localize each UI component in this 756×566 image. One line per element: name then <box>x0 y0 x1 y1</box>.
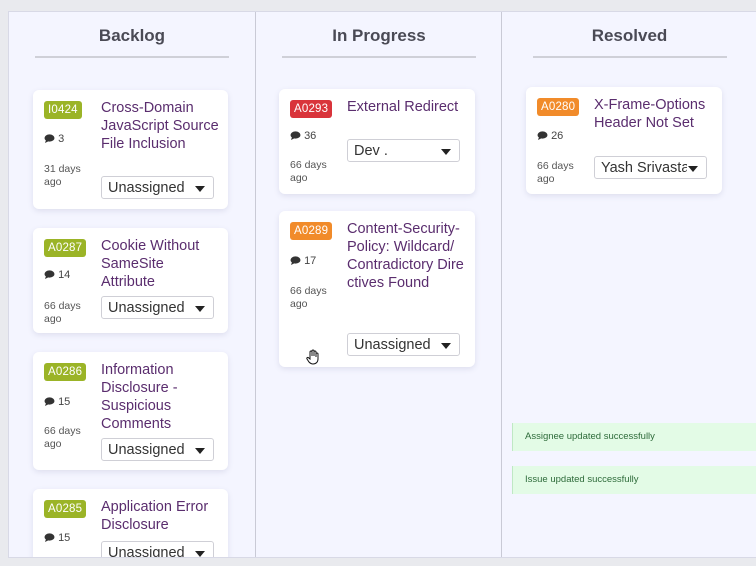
assignee-dropdown[interactable]: Unassigned <box>101 176 214 199</box>
comment-count-value: 3 <box>58 133 65 145</box>
comment-count: 15 <box>44 396 70 408</box>
assignee-value: Dev . <box>354 143 388 159</box>
issue-card[interactable]: A0293 External Redirect 36 66 days ago D… <box>279 89 475 194</box>
issue-title[interactable]: Application Error Disclosure <box>101 499 209 533</box>
comment-count-value: 15 <box>58 396 71 408</box>
caret-down-icon <box>195 551 205 557</box>
issue-title[interactable]: Cross-Domain JavaScript Source File Incl… <box>101 100 219 152</box>
issue-age: 66 days ago <box>290 285 327 310</box>
comment-count: 36 <box>290 130 316 142</box>
assignee-dropdown[interactable]: Unassigned <box>101 296 214 319</box>
issue-age: 66 days ago <box>44 425 81 450</box>
issue-age: 66 days ago <box>44 300 81 325</box>
caret-down-icon <box>195 306 205 312</box>
issue-title[interactable]: X-Frame-Options Header Not Set <box>594 97 706 131</box>
comment-count: 14 <box>44 269 70 281</box>
assignee-dropdown[interactable]: Unassigned <box>101 541 214 557</box>
comment-icon <box>44 270 55 279</box>
assignee-value: Unassigned <box>108 442 185 458</box>
comment-count: 3 <box>44 133 64 145</box>
assignee-value: Unassigned <box>108 300 185 316</box>
comment-icon <box>290 256 301 265</box>
column-resolved: Resolved A0280 X-Frame-Options Header No… <box>501 12 756 557</box>
issue-title[interactable]: External Redirect <box>347 99 459 115</box>
caret-down-icon <box>441 149 451 155</box>
issue-card[interactable]: A0287 Cookie Without SameSite Attribute … <box>33 228 228 333</box>
comment-count-value: 26 <box>551 130 564 142</box>
assignee-dropdown[interactable]: Dev . <box>347 139 460 162</box>
column-divider <box>532 56 727 58</box>
column-backlog: Backlog I0424 Cross-Domain JavaScript So… <box>9 12 255 557</box>
issue-title[interactable]: Cookie Without SameSite Attribute <box>101 238 200 290</box>
column-title: Backlog <box>98 26 166 45</box>
issue-id-badge[interactable]: A0285 <box>44 500 87 518</box>
comment-count-value: 14 <box>58 269 71 281</box>
issue-card[interactable]: A0285 Application Error Disclosure 15 Un… <box>33 489 228 557</box>
kanban-board: Backlog I0424 Cross-Domain JavaScript So… <box>9 12 756 557</box>
issue-id-badge[interactable]: A0287 <box>44 239 87 257</box>
caret-down-icon <box>441 343 451 349</box>
issue-age: 66 days ago <box>290 159 327 184</box>
comment-count-value: 36 <box>304 130 317 142</box>
caret-down-icon <box>688 166 698 172</box>
assignee-dropdown[interactable]: Yash Srivastava <box>594 156 707 179</box>
issue-title[interactable]: Information Disclosure - Suspicious Comm… <box>101 362 178 432</box>
comment-icon <box>44 397 55 406</box>
assignee-dropdown[interactable]: Unassigned <box>347 333 460 356</box>
comment-icon <box>44 533 55 542</box>
issue-title[interactable]: Content-Security-Policy: Wildcard/Contra… <box>347 221 464 291</box>
assignee-dropdown[interactable]: Unassigned <box>101 438 214 461</box>
assignee-value: Unassigned <box>108 180 185 196</box>
issue-id-badge[interactable]: A0289 <box>290 222 333 240</box>
column-divider <box>35 56 229 58</box>
issue-id-badge[interactable]: I0424 <box>44 101 82 119</box>
issue-age: 66 days ago <box>537 160 574 185</box>
comment-icon <box>44 134 55 143</box>
comment-count: 15 <box>44 532 70 544</box>
assignee-value: Yash Srivastava <box>601 160 687 176</box>
comment-icon <box>290 131 301 140</box>
hand-cursor-icon <box>306 349 319 365</box>
issue-age: 31 days ago <box>44 163 81 188</box>
column-in-progress: In Progress A0293 External Redirect 36 6… <box>255 12 502 557</box>
comment-icon <box>537 131 548 140</box>
comment-count: 26 <box>537 130 563 142</box>
toast-issue-updated[interactable]: Issue updated successfully <box>512 466 756 494</box>
issue-id-badge[interactable]: A0293 <box>290 100 333 118</box>
comment-count-value: 17 <box>304 255 317 267</box>
column-title: Resolved <box>591 26 668 45</box>
issue-id-badge[interactable]: A0280 <box>537 98 580 116</box>
issue-card[interactable]: A0286 Information Disclosure - Suspiciou… <box>33 352 228 470</box>
comment-count-value: 15 <box>58 532 71 544</box>
assignee-value: Unassigned <box>108 545 185 557</box>
toast-assignee-updated[interactable]: Assignee updated successfully <box>512 423 756 451</box>
caret-down-icon <box>195 186 205 192</box>
comment-count: 17 <box>290 255 316 267</box>
issue-card[interactable]: A0289 Content-Security-Policy: Wildcard/… <box>279 211 475 367</box>
issue-card[interactable]: A0280 X-Frame-Options Header Not Set 26 … <box>526 87 722 194</box>
issue-card[interactable]: I0424 Cross-Domain JavaScript Source Fil… <box>33 90 228 209</box>
caret-down-icon <box>195 448 205 454</box>
issue-id-badge[interactable]: A0286 <box>44 363 87 381</box>
assignee-value: Unassigned <box>354 337 431 353</box>
column-title: In Progress <box>332 26 426 45</box>
column-divider <box>282 56 476 58</box>
